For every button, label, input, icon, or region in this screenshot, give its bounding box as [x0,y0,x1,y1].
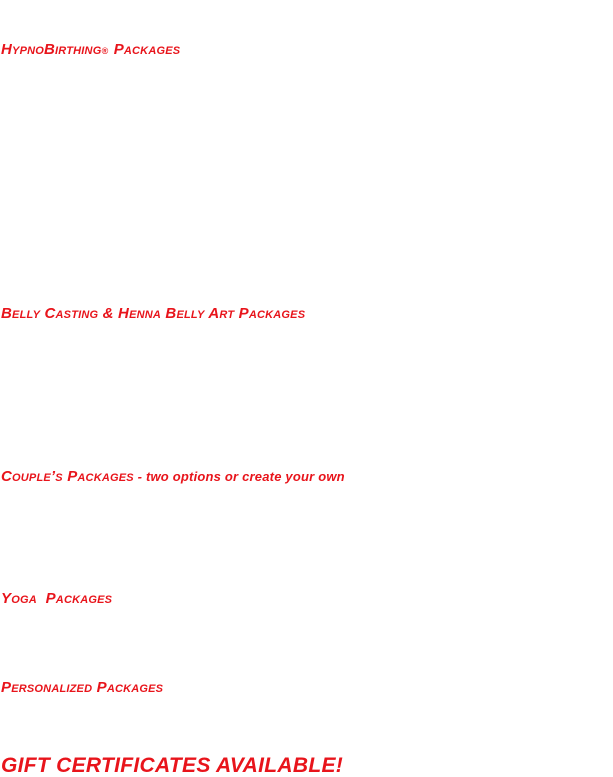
yoga-packages-heading: Yoga Packages [1,590,113,607]
couples-packages-heading: Couple’s Packages - two options or creat… [1,469,345,484]
belly-casting-henna-packages-heading: Belly Casting & Henna Belly Art Packages [1,305,306,322]
couples-subtitle: - two options or create your own [133,469,345,484]
registered-mark: ® [101,46,109,56]
gift-certificates-heading: GIFT CERTIFICATES AVAILABLE! [1,754,344,777]
hypnobirthing-packages-heading: HypnoBirthing® Packages [1,42,180,57]
personalized-packages-heading: Personalized Packages [1,679,164,696]
hypnobirthing-title: HypnoBirthing [1,41,102,58]
hypnobirthing-title-rest: Packages [113,41,181,58]
couples-title: Couple’s Packages [1,468,134,485]
